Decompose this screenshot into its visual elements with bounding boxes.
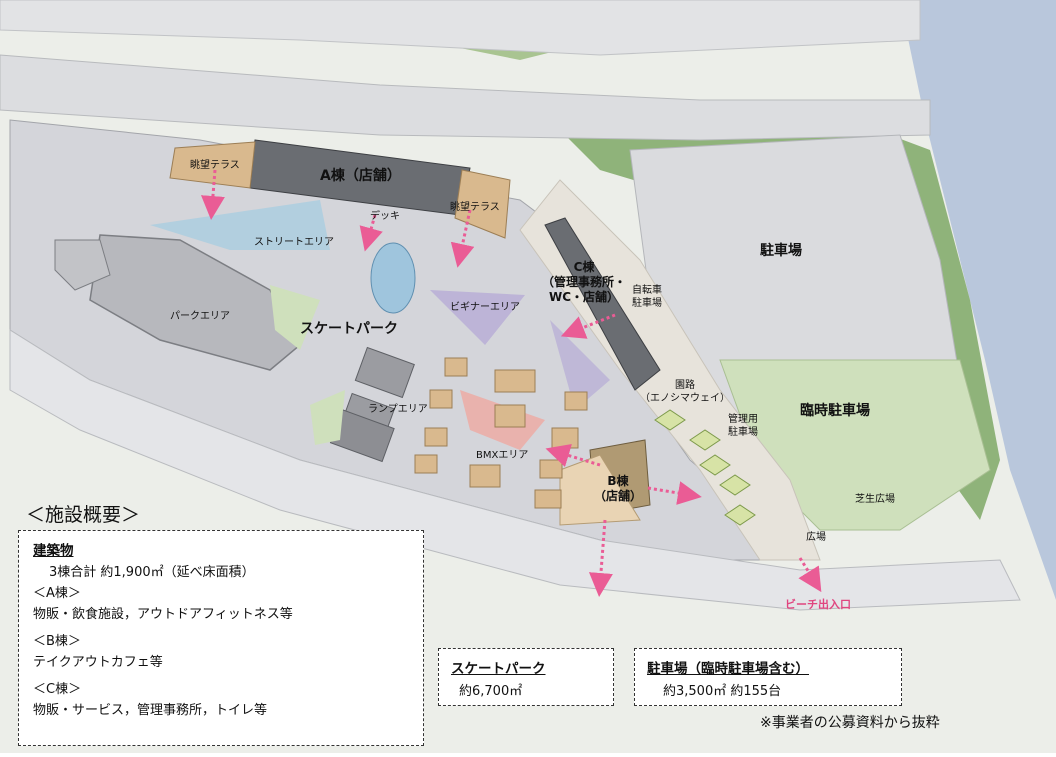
skatepark-box-title: スケートパーク <box>451 661 546 677</box>
label-bike-parking: 自転車 駐車場 <box>632 285 662 310</box>
grass-patch-2 <box>270 285 320 350</box>
label-plaza: 広場 <box>806 532 826 543</box>
water-area <box>900 0 1056 600</box>
label-bmx-area: BMXエリア <box>476 450 529 461</box>
label-beach-entrance: ビーチ出入口 <box>785 598 851 611</box>
label-terrace-2: 眺望テラス <box>450 202 500 213</box>
ramp-block-1 <box>354 346 415 399</box>
label-bike-parking-line2: 駐車場 <box>632 297 662 309</box>
label-lawn-plaza: 芝生広場 <box>855 494 895 505</box>
skate-bowl <box>370 242 416 314</box>
label-terrace-1: 眺望テラス <box>190 160 240 171</box>
overview-total: 3棟合計 約1,900㎡（延べ床面積） <box>49 565 255 580</box>
label-building-b: B棟 （店舗） <box>592 474 644 504</box>
label-path: 園路 （エノシマウェイ） <box>640 380 730 405</box>
wooden-obstacles <box>414 357 588 509</box>
label-path-line1: 園路 <box>675 380 695 391</box>
building-c <box>544 217 661 391</box>
highway <box>0 54 931 141</box>
terrace-right <box>454 169 511 239</box>
label-building-c-line2: （管理事務所・ <box>541 275 626 289</box>
overview-box: 建築物 3棟合計 約1,900㎡（延べ床面積） ＜A棟＞ 物販・飲食施設，アウト… <box>18 530 424 746</box>
label-mgmt-parking-line2: 駐車場 <box>728 426 758 438</box>
overview-b-desc: テイクアウトカフェ等 <box>33 655 163 670</box>
purple-zone-right <box>550 320 610 410</box>
promenade <box>9 329 1021 611</box>
beginner-zone <box>430 290 525 345</box>
terrace-left <box>169 141 256 189</box>
park-bowl-small <box>54 239 111 291</box>
direction-arrows <box>200 169 822 597</box>
overview-c-heading: ＜C棟＞ <box>33 682 82 697</box>
overview-title: 建築物 <box>33 543 74 559</box>
label-park-area: パークエリア <box>170 311 230 322</box>
skatepark-box: スケートパーク 約6,700㎡ <box>438 648 614 706</box>
label-building-c-line1: C棟 <box>573 260 595 274</box>
overview-b-heading: ＜B棟＞ <box>33 634 81 649</box>
grass-patch-1 <box>310 390 345 445</box>
label-mgmt-parking-line1: 管理用 <box>728 414 758 425</box>
overview-a-heading: ＜A棟＞ <box>33 586 81 601</box>
label-beginner-area: ビギナーエリア <box>450 302 520 313</box>
parking-box: 駐車場（臨時駐車場含む） 約3,500㎡ 約155台 <box>634 648 902 706</box>
label-skatepark: スケートパーク <box>300 321 398 337</box>
label-path-line2: （エノシマウェイ） <box>640 392 730 404</box>
label-building-c-line3: WC・店舗） <box>548 290 620 304</box>
label-building-c: C棟 （管理事務所・ WC・店舗） <box>528 260 640 305</box>
overview-c-desc: 物販・サービス，管理事務所，トイレ等 <box>33 703 268 718</box>
street-zone <box>150 200 330 250</box>
label-building-a: A棟（店舗） <box>320 168 401 184</box>
label-ramp-area: ランプエリア <box>368 404 428 415</box>
overview-a-desc: 物販・飲食施設，アウトドアフィットネス等 <box>33 607 293 622</box>
parking-box-title: 駐車場（臨時駐車場含む） <box>647 661 809 677</box>
label-deck: デッキ <box>370 211 400 222</box>
label-street-area: ストリートエリア <box>254 237 334 248</box>
label-building-b-line2: （店舗） <box>593 489 642 503</box>
skatepark-box-value: 約6,700㎡ <box>459 684 523 699</box>
label-mgmt-parking: 管理用 駐車場 <box>728 414 758 439</box>
label-parking: 駐車場 <box>760 243 802 259</box>
label-building-b-line1: B棟 <box>607 474 629 488</box>
source-note: ※事業者の公募資料から抜粋 <box>760 715 940 731</box>
highway-upper <box>0 0 921 56</box>
overview-heading: ＜施設概要＞ <box>26 504 141 526</box>
parking-box-value: 約3,500㎡ 約155台 <box>663 684 782 699</box>
plaza-umbrellas <box>654 409 756 526</box>
label-temp-parking: 臨時駐車場 <box>800 403 870 419</box>
label-bike-parking-line1: 自転車 <box>632 285 662 296</box>
park-bowl <box>89 234 301 371</box>
